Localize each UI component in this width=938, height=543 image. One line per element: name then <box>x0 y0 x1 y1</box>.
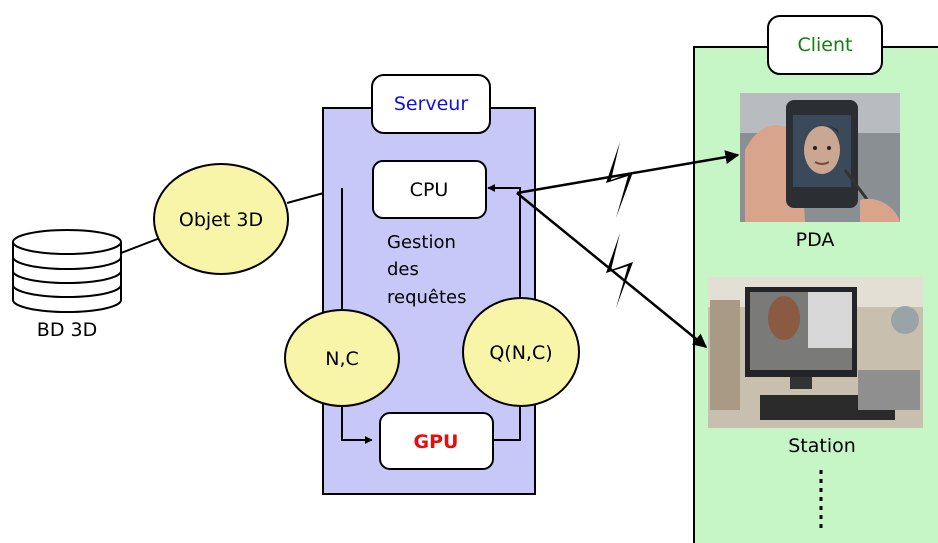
nc-gpu-arrow <box>341 404 373 444</box>
pda-photo <box>740 93 900 222</box>
qnc-cpu-arrow <box>487 184 521 299</box>
cpu-box <box>372 160 487 219</box>
server-title-box <box>371 74 491 134</box>
gestion-line-3: requêtes <box>387 287 467 308</box>
database-icon <box>12 229 122 313</box>
qnc-label: Q(N,C) <box>489 342 552 364</box>
nc-label: N,C <box>325 348 359 370</box>
gpu-box <box>379 412 494 470</box>
station-label: Station <box>788 435 856 457</box>
gestion-line-1: Gestion <box>387 232 456 253</box>
object-label: Objet 3D <box>179 209 263 231</box>
client-title-box <box>767 15 883 75</box>
database-label: BD 3D <box>37 319 97 341</box>
server-title: Serveur <box>394 93 469 115</box>
pda-label: PDA <box>796 229 835 251</box>
wireless-bolt-icon <box>606 233 633 308</box>
object-node <box>153 163 289 275</box>
gestion-line-2: des <box>387 259 419 280</box>
cpu-label: CPU <box>410 179 449 201</box>
gpu-label: GPU <box>414 431 459 453</box>
wireless-bolt-icon <box>606 142 633 218</box>
db-object-link <box>120 237 161 254</box>
qnc-node <box>462 297 580 407</box>
client-title: Client <box>797 34 852 56</box>
gpu-qnc-line <box>493 405 521 441</box>
nc-node <box>284 309 400 407</box>
station-photo <box>708 277 923 428</box>
